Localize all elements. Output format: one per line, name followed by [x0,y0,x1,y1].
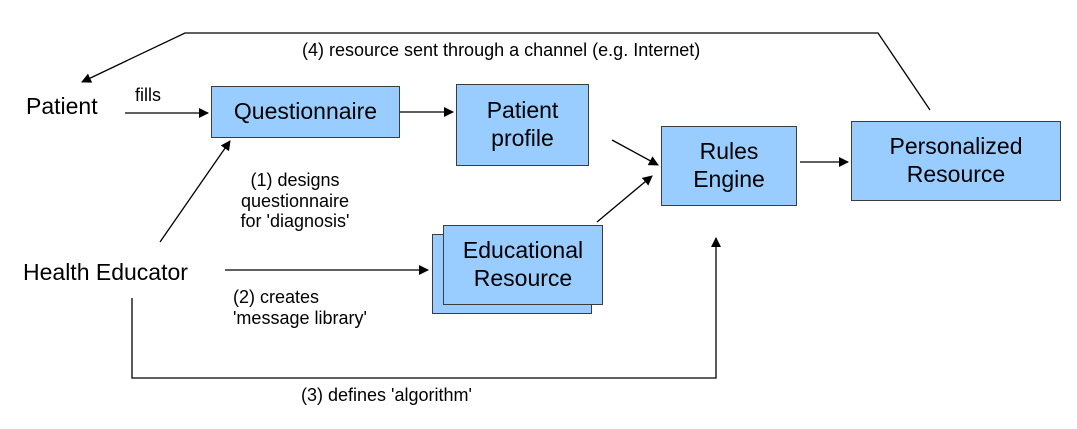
label-fills: fills [135,85,161,105]
box-personalized-resource: Personalized Resource [851,121,1061,201]
actor-patient: Patient [26,93,98,119]
box-patient-profile-line1: Patient [486,97,559,124]
arrow-educator-to-questionnaire [159,140,231,243]
box-patient-profile-line2: profile [491,125,554,151]
box-educational-resource: Educational Resource [443,225,603,305]
label-step3: (3) defines 'algorithm' [301,385,472,405]
box-rules-engine-line2: Engine [693,166,765,192]
arrow-educational-to-rules [596,175,653,223]
label-step1-line3: for 'diagnosis' [240,211,350,232]
box-educational-resource-line1: Educational [462,237,584,264]
box-personalized-resource-line1: Personalized [889,133,1023,160]
box-educational-resource-line2: Resource [473,265,573,291]
label-step1-line2: questionnaire [240,190,350,211]
label-step2-line2: 'message library' [233,307,367,328]
box-questionnaire: Questionnaire [211,86,400,138]
label-step1-line1: (1) designs [250,170,340,190]
box-rules-engine: Rules Engine [661,126,797,206]
label-step2: (2) creates 'message library' [233,287,367,328]
box-questionnaire-label: Questionnaire [233,98,378,125]
label-step2-line1: (2) creates [233,287,320,307]
label-step4: (4) resource sent through a channel (e.g… [302,40,701,60]
box-personalized-resource-line2: Resource [906,161,1006,187]
arrow-profile-to-rules [611,139,659,166]
actor-health-educator: Health Educator [23,259,188,285]
arrow-educator-to-rules [131,237,721,379]
box-patient-profile: Patient profile [456,84,589,166]
box-rules-engine-line1: Rules [699,138,759,165]
label-step1: (1) designs questionnaire for 'diagnosis… [222,170,368,232]
arrow-resource-to-patient [81,32,931,111]
